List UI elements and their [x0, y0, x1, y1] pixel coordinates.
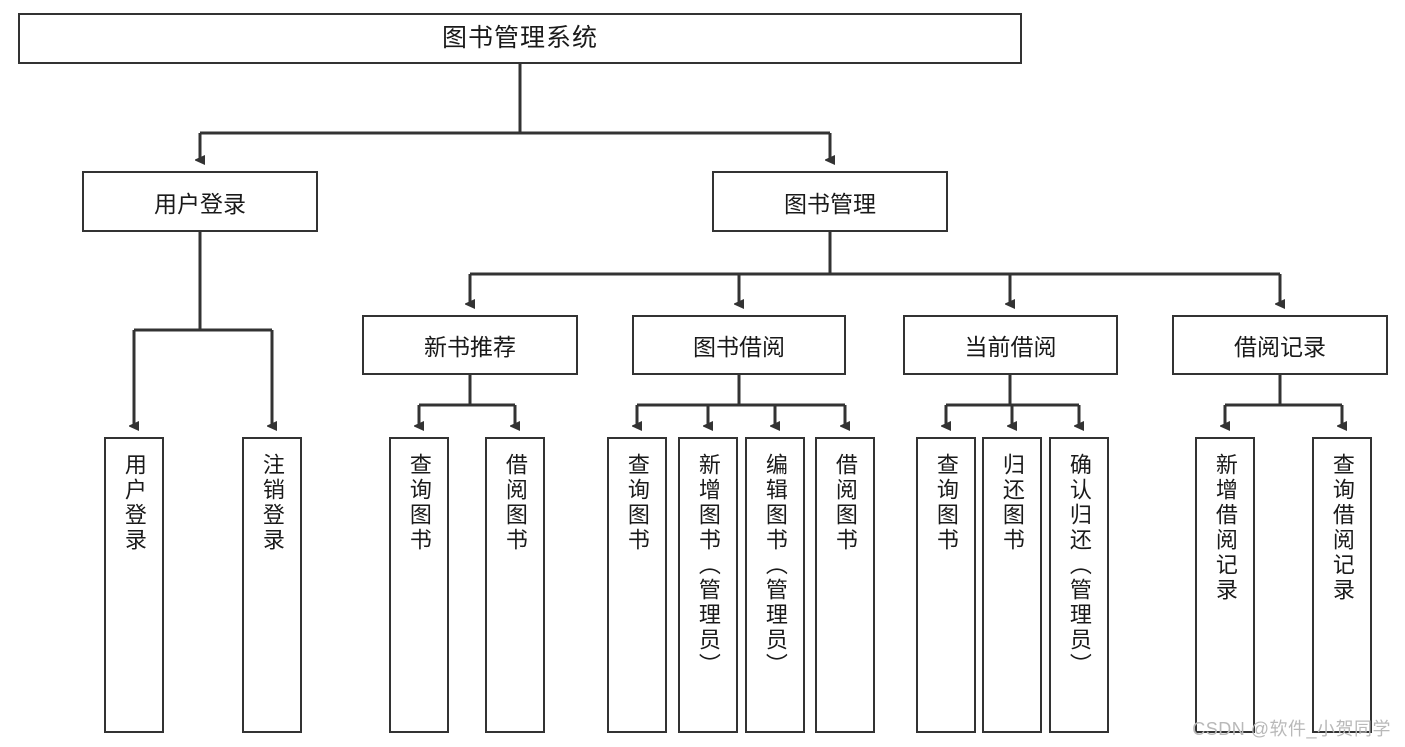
leaf-label: 编辑图书（管理员） — [762, 453, 788, 678]
edge-group-user-login — [134, 232, 272, 426]
leaf-logout-login[interactable]: 注销登录 — [242, 437, 302, 733]
leaf-label: 新增图书（管理员） — [695, 453, 721, 678]
leaf-confirm-return-admin[interactable]: 确认归还（管理员） — [1049, 437, 1109, 733]
leaf-query-book-borrow[interactable]: 查询图书 — [607, 437, 667, 733]
edge-group-current-borrow — [946, 375, 1079, 426]
node-root[interactable]: 图书管理系统 — [18, 13, 1022, 64]
node-current-borrow-label: 当前借阅 — [964, 334, 1057, 360]
node-borrow-record-label: 借阅记录 — [1234, 334, 1326, 360]
node-new-book-recommend-label: 新书推荐 — [424, 334, 516, 360]
leaf-add-book-admin[interactable]: 新增图书（管理员） — [678, 437, 738, 733]
leaf-label: 确认归还（管理员） — [1066, 453, 1092, 678]
leaf-borrow-book[interactable]: 借阅图书 — [815, 437, 875, 733]
edge-group-root — [200, 64, 830, 160]
leaf-label: 借阅图书 — [502, 453, 528, 553]
node-book-borrow[interactable]: 图书借阅 — [632, 315, 846, 375]
node-book-management[interactable]: 图书管理 — [712, 171, 948, 232]
node-borrow-record[interactable]: 借阅记录 — [1172, 315, 1388, 375]
edge-group-borrow-record — [1225, 375, 1342, 426]
leaf-label: 查询借阅记录 — [1329, 453, 1355, 603]
edge-group-book-borrow — [637, 375, 845, 426]
leaf-label: 归还图书 — [999, 453, 1025, 553]
leaf-query-borrow-record[interactable]: 查询借阅记录 — [1312, 437, 1372, 733]
leaf-edit-book-admin[interactable]: 编辑图书（管理员） — [745, 437, 805, 733]
node-book-borrow-label: 图书借阅 — [693, 334, 785, 360]
leaf-label: 查询图书 — [624, 453, 650, 553]
leaf-user-login[interactable]: 用户登录 — [104, 437, 164, 733]
leaf-label: 用户登录 — [121, 453, 147, 553]
leaf-return-book[interactable]: 归还图书 — [982, 437, 1042, 733]
leaf-label: 借阅图书 — [832, 453, 858, 553]
edge-group-new-book — [419, 375, 515, 426]
leaf-label: 注销登录 — [259, 453, 285, 553]
leaf-borrow-book-recommend[interactable]: 借阅图书 — [485, 437, 545, 733]
node-new-book-recommend[interactable]: 新书推荐 — [362, 315, 578, 375]
node-user-login-label: 用户登录 — [154, 190, 246, 217]
leaf-query-book-current[interactable]: 查询图书 — [916, 437, 976, 733]
leaf-query-book-recommend[interactable]: 查询图书 — [389, 437, 449, 733]
leaf-label: 新增借阅记录 — [1212, 453, 1238, 603]
node-user-login[interactable]: 用户登录 — [82, 171, 318, 232]
leaf-label: 查询图书 — [933, 453, 959, 553]
node-root-label: 图书管理系统 — [441, 23, 598, 52]
leaf-label: 查询图书 — [406, 453, 432, 553]
edge-group-book-manage — [470, 232, 1280, 304]
node-book-management-label: 图书管理 — [784, 190, 876, 217]
leaf-add-borrow-record[interactable]: 新增借阅记录 — [1195, 437, 1255, 733]
node-current-borrow[interactable]: 当前借阅 — [903, 315, 1118, 375]
